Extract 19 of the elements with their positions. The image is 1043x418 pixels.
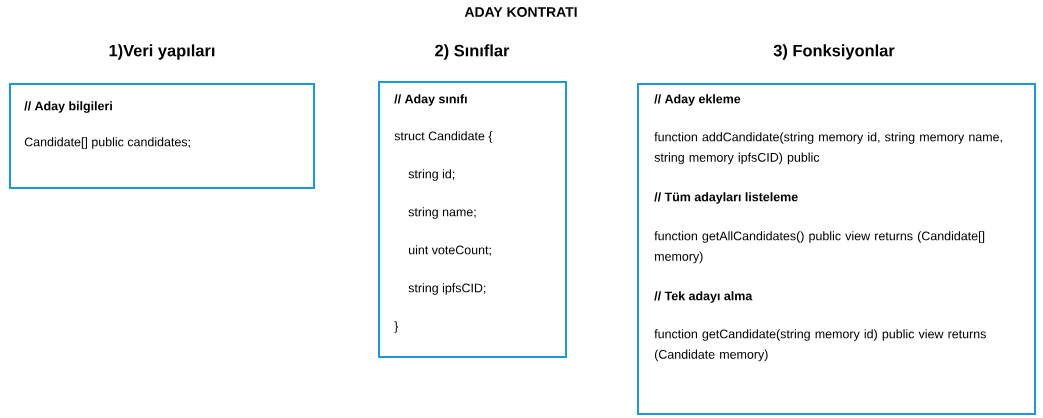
code-line: function getCandidate(string memory id) public view returns (Candidate memory)	[654, 329, 986, 362]
code-line: function addCandidate(string memory id, string memory name, string memory ipfsCID) public	[654, 132, 1002, 165]
code-comment: // Aday ekleme	[654, 94, 741, 106]
code-line: Candidate[] public candidates;	[24, 137, 190, 149]
code-comment: // Aday bilgileri	[24, 101, 112, 113]
code-line: }	[394, 321, 399, 333]
code-line: string name;	[408, 207, 476, 219]
section-heading: 2) Sınıflar	[435, 44, 510, 60]
code-comment: // Tüm adayları listeleme	[654, 192, 798, 204]
code-line: struct Candidate {	[394, 131, 493, 143]
code-line: function getAllCandidates() public view returns (Candidate[] memory)	[654, 231, 985, 264]
section-heading: 3) Fonksiyonlar	[773, 44, 895, 60]
code-comment: // Aday sınıfı	[394, 94, 467, 106]
code-comment: // Tek adayı alma	[654, 291, 753, 303]
code-line: string ipfsCID;	[408, 283, 486, 295]
diagram-title: ADAY KONTRATI	[464, 7, 577, 17]
code-line: string id;	[408, 169, 455, 181]
section-heading: 1)Veri yapıları	[109, 44, 215, 60]
code-line: uint voteCount;	[409, 245, 491, 256]
